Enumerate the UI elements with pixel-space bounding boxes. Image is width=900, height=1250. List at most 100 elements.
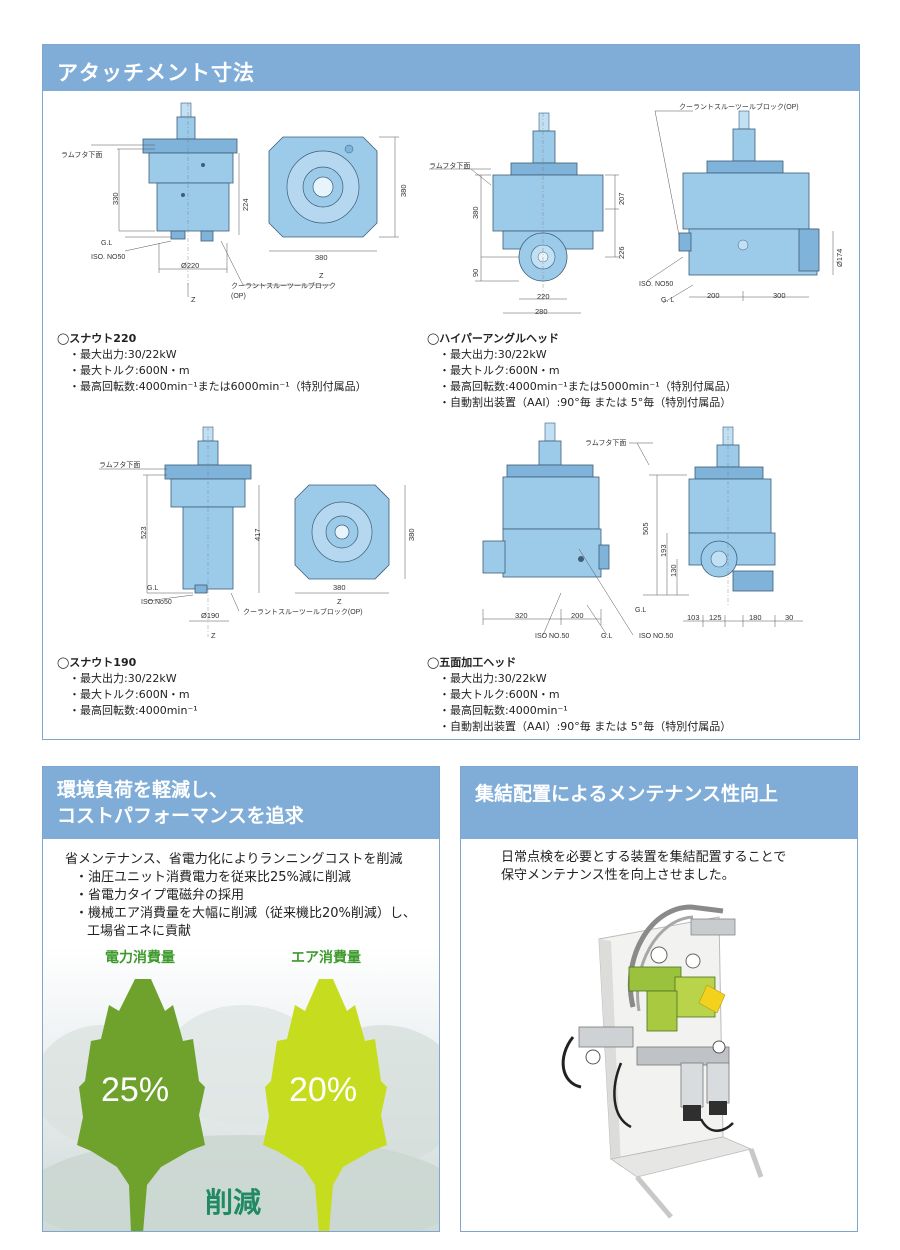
eco-cost-item: ・油圧ユニット消費電力を従来比25%減に削減 — [75, 870, 351, 885]
dim-320: 320 — [515, 611, 528, 620]
snout190-front-drawing — [99, 426, 260, 637]
eco-cost-item: ・省電力タイプ電磁弁の採用 — [75, 888, 245, 903]
label-iso-3: ISO.No50 — [141, 599, 172, 606]
dim-505: 505 — [641, 522, 650, 535]
dim-90: 90 — [471, 268, 480, 277]
dim-380-v1: 380 — [399, 184, 408, 197]
maintenance-unit-photo — [561, 904, 764, 1219]
spec-five-face-row: ・自動割出装置（AAI）:90°毎 または 5°毎（特別付属品） — [439, 720, 732, 733]
tree-scene-graphic — [43, 945, 439, 1231]
label-gl-2: G. L — [661, 297, 675, 304]
spec-snout220-row: ・最大出力:30/22kW — [69, 348, 177, 361]
dim-d174: Ø174 — [835, 248, 844, 267]
tree-illustration: 電力消費量 エア消費量 25% 20% 削減 — [43, 945, 439, 1231]
five-face-front-drawing — [482, 422, 634, 636]
eco-cost-intro: 省メンテナンス、省電力化によりランニングコストを削減 — [65, 852, 403, 867]
spec-five-face-row: ・最高回転数:4000min⁻¹ — [439, 704, 568, 717]
spec-snout220-row: ・最高回転数:4000min⁻¹または6000min⁻¹（特別付属品） — [69, 380, 367, 393]
tree-air-label: エア消費量 — [291, 950, 361, 966]
dim-380-h3: 380 — [333, 583, 346, 592]
dim-220: 220 — [537, 292, 550, 301]
label-iso-1: ISO. NO50 — [91, 254, 126, 261]
hyper-angle-side-drawing — [646, 110, 834, 304]
dim-200-2: 200 — [571, 611, 584, 620]
label-lamu-1: ラムフタ下面 — [61, 152, 103, 159]
maintenance-desc-line1: 日常点検を必要とする装置を集結配置することで — [501, 850, 787, 865]
dim-417: 417 — [253, 528, 262, 541]
spec-snout190-row: ・最大出力:30/22kW — [69, 672, 177, 685]
spec-hyper-angle-name: ◯ハイパーアングルヘッド — [427, 332, 559, 345]
hyper-angle-front-drawing — [429, 112, 619, 314]
tree-electric-label: 電力消費量 — [105, 950, 175, 966]
snout220-bottom-drawing — [268, 136, 399, 252]
spec-hyper-angle: ◯ハイパーアングルヘッド ・最大出力:30/22kW ・最大トルク:600N・m… — [427, 331, 737, 411]
dim-330: 330 — [111, 192, 120, 205]
five-face-side-drawing — [629, 426, 803, 627]
dim-380-h1: 380 — [315, 253, 328, 262]
dim-380-v3: 380 — [407, 528, 416, 541]
spec-snout190-row: ・最大トルク:600N・m — [69, 688, 190, 701]
label-z-1: Z — [191, 295, 196, 304]
dim-193: 193 — [659, 544, 668, 557]
spec-snout190: ◯スナウト190 ・最大出力:30/22kW ・最大トルク:600N・m ・最高… — [57, 655, 198, 719]
spec-hyper-angle-row: ・最大出力:30/22kW — [439, 348, 547, 361]
spec-hyper-angle-row: ・自動割出装置（AAI）:90°毎 または 5°毎（特別付属品） — [439, 396, 732, 409]
spec-snout190-row: ・最高回転数:4000min⁻¹ — [69, 704, 198, 717]
dim-200-1: 200 — [707, 291, 720, 300]
label-iso-2: ISO. NO50 — [639, 281, 674, 288]
label-lamu-2: ラムフタ下面 — [429, 163, 471, 170]
dim-207: 207 — [617, 192, 626, 205]
label-gl-1: G.L — [101, 240, 113, 247]
eco-cost-item: ・機械エア消費量を大幅に削減（従来機比20%削減）し、 — [75, 906, 416, 921]
label-iso-4: ISO NO.50 — [535, 633, 570, 640]
spec-five-face-row: ・最大トルク:600N・m — [439, 688, 560, 701]
dim-125: 125 — [709, 613, 722, 622]
label-lamu-3: ラムフタ下面 — [99, 462, 141, 469]
snout190-bottom-drawing — [294, 484, 406, 594]
spec-five-face: ◯五面加工ヘッド ・最大出力:30/22kW ・最大トルク:600N・m ・最高… — [427, 655, 731, 735]
tree-electric-value: 25% — [101, 1071, 170, 1109]
label-coolant-1: クーラントスルーツールブロック — [231, 283, 336, 290]
dim-226: 226 — [617, 246, 626, 259]
attachment-dimensions-panel: アタッチメント寸法 .m { fill: #9ccbea; stroke: #3… — [42, 44, 860, 740]
eco-cost-title: 環境負荷を軽減し、 コストパフォーマンスを追求 — [43, 767, 439, 839]
label-gl-4: G.L — [601, 633, 613, 640]
dim-180: 180 — [749, 613, 762, 622]
label-z-3: Z — [211, 631, 216, 640]
label-z-2: Z — [319, 271, 324, 280]
snout220-front-drawing — [91, 102, 331, 297]
label-op-1: (OP) — [231, 293, 246, 300]
maintenance-panel: 集結配置によるメンテナンス性向上 日常点検を必要とする装置を集結配置することで … — [460, 766, 858, 1232]
dim-30: 30 — [785, 613, 794, 622]
dim-224: 224 — [241, 198, 250, 211]
eco-cost-panel: 環境負荷を軽減し、 コストパフォーマンスを追求 省メンテナンス、省電力化によりラ… — [42, 766, 440, 1232]
dim-380-v2: 380 — [471, 206, 480, 219]
dim-103: 103 — [687, 613, 700, 622]
eco-cost-item-cont: 工場省エネに貢献 — [87, 924, 192, 939]
spec-hyper-angle-row: ・最大トルク:600N・m — [439, 364, 560, 377]
spec-five-face-row: ・最大出力:30/22kW — [439, 672, 547, 685]
label-lamu-4: ラムフタ下面 — [585, 440, 627, 447]
label-z-4: Z — [337, 597, 342, 606]
dim-523: 523 — [139, 526, 148, 539]
spec-five-face-name: ◯五面加工ヘッド — [427, 656, 517, 669]
reduction-label: 削減 — [205, 1186, 262, 1219]
dimension-drawings: .m { fill: #9ccbea; stroke: #3d5d78; str… — [91, 102, 834, 637]
maintenance-description: 日常点検を必要とする装置を集結配置することで 保守メンテナンス性を向上させました… — [501, 849, 786, 885]
spec-snout220-name: ◯スナウト220 — [57, 332, 137, 345]
spec-snout190-name: ◯スナウト190 — [57, 656, 137, 669]
label-coolant-op-3: クーラントスルーツールブロック(OP) — [243, 609, 363, 616]
dim-300: 300 — [773, 291, 786, 300]
maintenance-title: 集結配置によるメンテナンス性向上 — [461, 767, 857, 839]
dim-d220: Ø220 — [181, 261, 200, 270]
eco-cost-description: 省メンテナンス、省電力化によりランニングコストを削減 ・油圧ユニット消費電力を従… — [65, 851, 416, 941]
tree-air-value: 20% — [289, 1071, 358, 1109]
spec-snout220: ◯スナウト220 ・最大出力:30/22kW ・最大トルク:600N・m ・最高… — [57, 331, 367, 395]
maintenance-desc-line2: 保守メンテナンス性を向上させました。 — [501, 868, 735, 883]
spec-hyper-angle-row: ・最高回転数:4000min⁻¹または5000min⁻¹（特別付属品） — [439, 380, 737, 393]
label-gl-3: G.L — [147, 585, 159, 592]
label-iso-5: ISO NO.50 — [639, 633, 674, 640]
tree-air — [263, 979, 387, 1231]
dim-280: 280 — [535, 307, 548, 316]
tree-electric — [77, 979, 205, 1231]
